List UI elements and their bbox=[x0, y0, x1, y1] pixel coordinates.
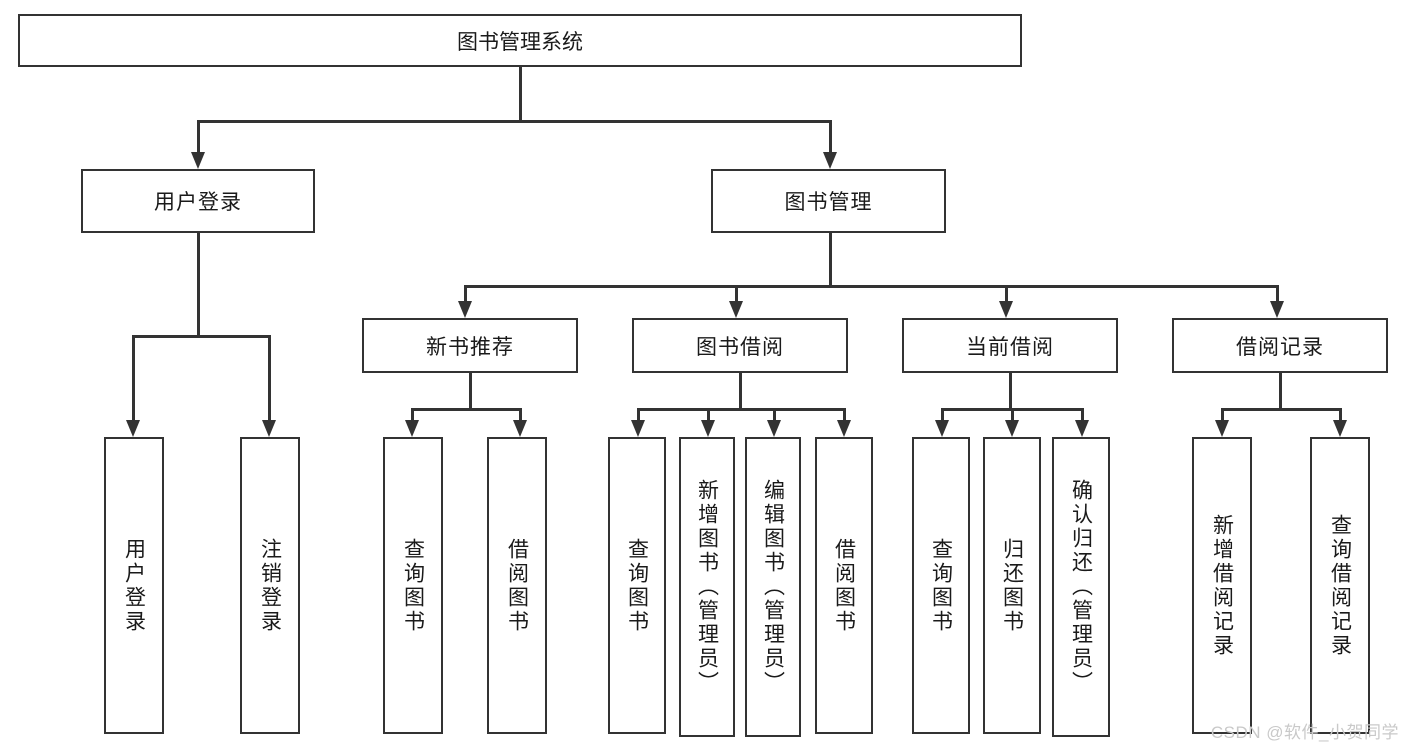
connector-user-login-drop-1 bbox=[132, 335, 135, 420]
node-label: 图书管理系统 bbox=[457, 30, 583, 54]
connector-book-borrow-stem bbox=[739, 373, 742, 408]
leaf-query-book-borrow[interactable]: 查询图书 bbox=[608, 437, 666, 734]
arrow-to-book-management bbox=[823, 152, 837, 169]
leaf-label: 编辑图书（管理员） bbox=[761, 479, 785, 695]
node-label: 用户登录 bbox=[154, 191, 242, 214]
connector-new-book-bus bbox=[411, 408, 519, 411]
connector-current-borrow-drop-3 bbox=[1081, 408, 1084, 420]
connector-new-book-drop-1 bbox=[411, 408, 414, 420]
leaf-label: 归还图书 bbox=[1000, 537, 1024, 634]
leaf-return-book[interactable]: 归还图书 bbox=[983, 437, 1041, 734]
connector-to-user-login bbox=[197, 120, 200, 152]
arrow-book-borrow-leaf-3 bbox=[767, 420, 781, 437]
leaf-label: 查询图书 bbox=[625, 537, 649, 634]
leaf-add-book-admin[interactable]: 新增图书（管理员） bbox=[679, 437, 735, 737]
arrow-borrow-record-leaf-2 bbox=[1333, 420, 1347, 437]
node-label: 借阅记录 bbox=[1236, 335, 1324, 359]
connector-to-borrow-record bbox=[1276, 285, 1279, 301]
connector-to-book-borrow bbox=[735, 285, 738, 301]
arrow-current-borrow-leaf-1 bbox=[935, 420, 949, 437]
arrow-to-current-borrow bbox=[999, 301, 1013, 318]
arrow-book-borrow-leaf-1 bbox=[631, 420, 645, 437]
arrow-book-borrow-leaf-2 bbox=[701, 420, 715, 437]
arrow-current-borrow-leaf-3 bbox=[1075, 420, 1089, 437]
arrow-book-borrow-leaf-4 bbox=[837, 420, 851, 437]
leaf-query-book-current[interactable]: 查询图书 bbox=[912, 437, 970, 734]
leaf-label: 查询图书 bbox=[929, 537, 953, 634]
connector-book-borrow-drop-3 bbox=[773, 408, 776, 420]
leaf-borrow-book[interactable]: 借阅图书 bbox=[815, 437, 873, 734]
node-borrow-record[interactable]: 借阅记录 bbox=[1172, 318, 1388, 373]
connector-new-book-stem bbox=[469, 373, 472, 408]
leaf-query-borrow-record[interactable]: 查询借阅记录 bbox=[1310, 437, 1370, 734]
connector-current-borrow-stem bbox=[1009, 373, 1012, 408]
node-current-borrow[interactable]: 当前借阅 bbox=[902, 318, 1118, 373]
leaf-label: 查询借阅记录 bbox=[1328, 513, 1352, 658]
leaf-label: 新增借阅记录 bbox=[1210, 513, 1234, 658]
connector-level3-bus bbox=[464, 285, 1276, 288]
arrow-to-book-borrow bbox=[729, 301, 743, 318]
leaf-label: 用户登录 bbox=[122, 537, 146, 634]
leaf-label: 借阅图书 bbox=[832, 537, 856, 634]
connector-user-login-stem bbox=[197, 233, 200, 335]
connector-borrow-record-drop-2 bbox=[1339, 408, 1342, 420]
node-label: 图书借阅 bbox=[696, 335, 784, 359]
node-label: 新书推荐 bbox=[426, 335, 514, 359]
leaf-borrow-book-recommend[interactable]: 借阅图书 bbox=[487, 437, 547, 734]
node-book-management[interactable]: 图书管理 bbox=[711, 169, 946, 233]
connector-book-management-stem bbox=[829, 233, 832, 285]
connector-book-borrow-drop-4 bbox=[843, 408, 846, 420]
leaf-label: 借阅图书 bbox=[505, 537, 529, 634]
arrow-user-login-leaf-2 bbox=[262, 420, 276, 437]
connector-current-borrow-drop-1 bbox=[941, 408, 944, 420]
connector-borrow-record-drop-1 bbox=[1221, 408, 1224, 420]
leaf-label: 查询图书 bbox=[401, 537, 425, 634]
leaf-add-borrow-record[interactable]: 新增借阅记录 bbox=[1192, 437, 1252, 734]
leaf-logout[interactable]: 注销登录 bbox=[240, 437, 300, 734]
connector-to-book-management bbox=[829, 120, 832, 152]
leaf-user-login[interactable]: 用户登录 bbox=[104, 437, 164, 734]
node-user-login[interactable]: 用户登录 bbox=[81, 169, 315, 233]
connector-current-borrow-drop-2 bbox=[1011, 408, 1014, 420]
arrow-borrow-record-leaf-1 bbox=[1215, 420, 1229, 437]
arrow-new-book-leaf-2 bbox=[513, 420, 527, 437]
arrow-to-new-book bbox=[458, 301, 472, 318]
connector-to-new-book bbox=[464, 285, 467, 301]
watermark: CSDN @软件_小贺同学 bbox=[1210, 723, 1399, 742]
connector-borrow-record-stem bbox=[1279, 373, 1282, 408]
arrow-current-borrow-leaf-2 bbox=[1005, 420, 1019, 437]
node-root-book-management-system[interactable]: 图书管理系统 bbox=[18, 14, 1022, 67]
connector-book-borrow-bus bbox=[637, 408, 845, 411]
leaf-label: 新增图书（管理员） bbox=[695, 479, 719, 695]
leaf-confirm-return-admin[interactable]: 确认归还（管理员） bbox=[1052, 437, 1110, 737]
node-label: 当前借阅 bbox=[966, 335, 1054, 359]
arrow-user-login-leaf-1 bbox=[126, 420, 140, 437]
connector-root-stem bbox=[519, 67, 522, 120]
leaf-label: 注销登录 bbox=[258, 537, 282, 634]
connector-level2-bus bbox=[197, 120, 831, 123]
arrow-to-user-login bbox=[191, 152, 205, 169]
node-new-book-recommend[interactable]: 新书推荐 bbox=[362, 318, 578, 373]
connector-borrow-record-bus bbox=[1221, 408, 1339, 411]
node-label: 图书管理 bbox=[784, 191, 873, 214]
connector-to-current-borrow bbox=[1005, 285, 1008, 301]
node-book-borrow[interactable]: 图书借阅 bbox=[632, 318, 848, 373]
leaf-query-book-recommend[interactable]: 查询图书 bbox=[383, 437, 443, 734]
connector-book-borrow-drop-2 bbox=[707, 408, 710, 420]
connector-book-borrow-drop-1 bbox=[637, 408, 640, 420]
leaf-label: 确认归还（管理员） bbox=[1069, 479, 1093, 695]
arrow-new-book-leaf-1 bbox=[405, 420, 419, 437]
arrow-to-borrow-record bbox=[1270, 301, 1284, 318]
connector-new-book-drop-2 bbox=[519, 408, 522, 420]
leaf-edit-book-admin[interactable]: 编辑图书（管理员） bbox=[745, 437, 801, 737]
connector-user-login-bus bbox=[132, 335, 270, 338]
connector-user-login-drop-2 bbox=[268, 335, 271, 420]
